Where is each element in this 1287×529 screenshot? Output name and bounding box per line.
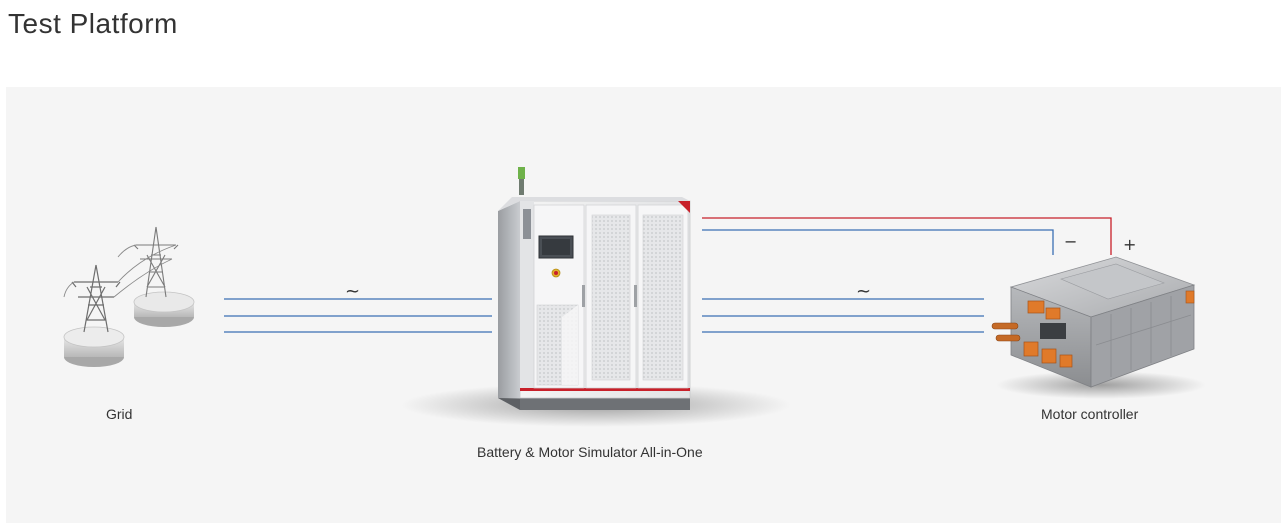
motor-controller-label: Motor controller: [1041, 406, 1139, 422]
page-title: Test Platform: [8, 8, 178, 39]
dc-negative-symbol: −: [1064, 232, 1077, 251]
simulator-cabinet-icon: [401, 167, 791, 427]
dc-positive-symbol: +: [1123, 235, 1136, 254]
ac-lines-grid-to-simulator: [224, 298, 492, 333]
grid-tower-icon: [63, 226, 195, 367]
ac-symbol-left: ~: [345, 281, 360, 302]
ac-symbol-right: ~: [856, 281, 871, 302]
dc-positive-line: [702, 217, 1112, 255]
ac-lines-simulator-to-motor-controller: [702, 298, 984, 333]
diagram-canvas: ~ ~ − +: [63, 167, 1206, 427]
simulator-label: Battery & Motor Simulator All-in-One: [477, 444, 703, 460]
diagram-panel: ~ ~ − +: [6, 87, 1281, 523]
motor-controller-icon: [991, 256, 1206, 399]
grid-label: Grid: [106, 406, 133, 422]
dc-negative-line: [702, 229, 1054, 255]
